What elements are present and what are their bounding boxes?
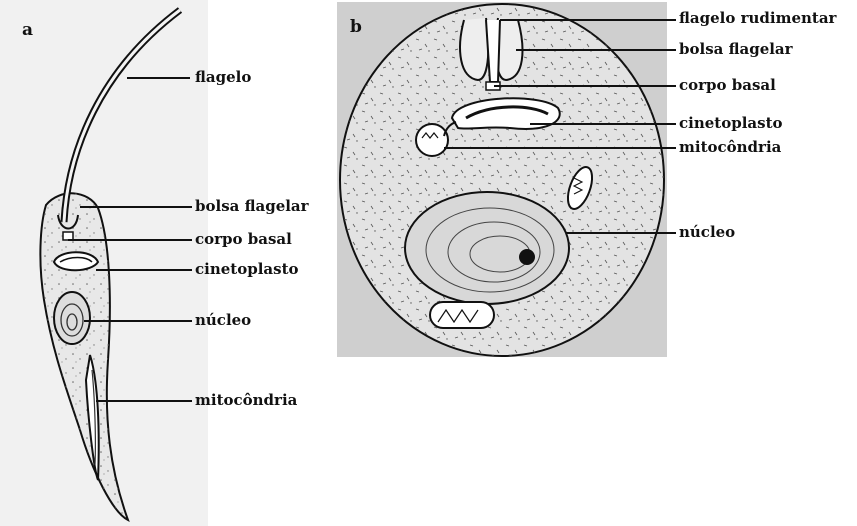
- panel-b-letter: b: [350, 17, 362, 37]
- label-a-nucleo: núcleo: [195, 311, 251, 329]
- panel-a-cell: [40, 10, 180, 520]
- panel-a-letter: a: [22, 20, 33, 40]
- label-b-mitocondria: mitocôndria: [679, 138, 781, 156]
- label-b-flagelo-rudimentar: flagelo rudimentar: [679, 9, 836, 27]
- label-a-flagelo: flagelo: [195, 68, 251, 86]
- label-b-corpo-basal: corpo basal: [679, 76, 776, 94]
- label-a-corpo-basal: corpo basal: [195, 230, 292, 248]
- label-b-bolsa-flagelar: bolsa flagelar: [679, 40, 793, 58]
- label-b-nucleo: núcleo: [679, 223, 735, 241]
- label-a-mitocondria: mitocôndria: [195, 391, 297, 409]
- panel-b-cell: [340, 4, 664, 356]
- label-a-cinetoplasto: cinetoplasto: [195, 260, 299, 278]
- label-a-bolsa-flagelar: bolsa flagelar: [195, 197, 309, 215]
- label-b-cinetoplasto: cinetoplasto: [679, 114, 783, 132]
